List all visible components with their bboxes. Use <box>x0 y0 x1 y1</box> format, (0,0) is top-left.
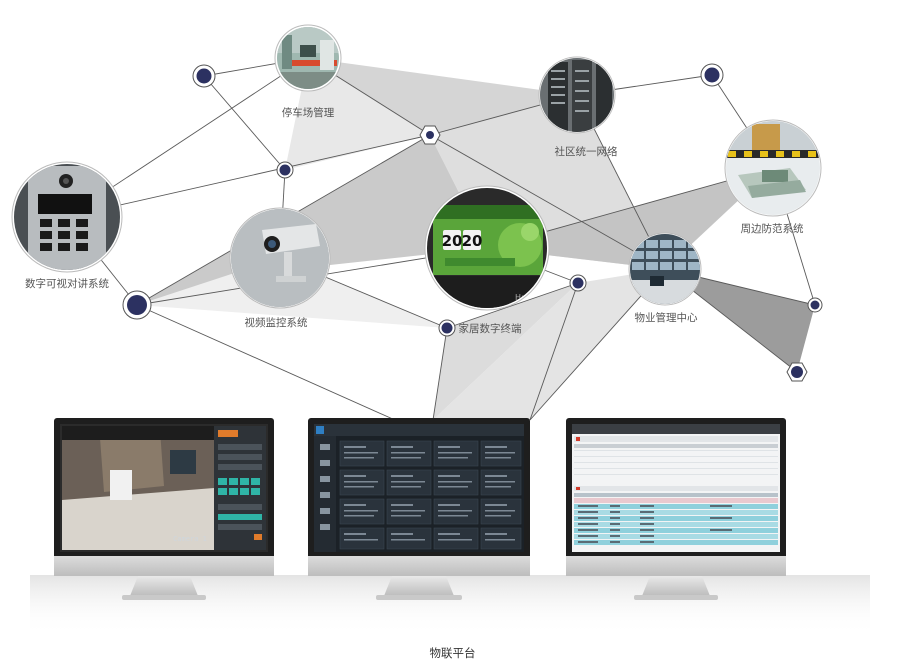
table-toolbar <box>574 436 778 442</box>
dashboard-topbar <box>314 424 524 436</box>
video-surveillance-node <box>229 207 331 309</box>
table-cell-text <box>578 505 732 543</box>
hub-dots <box>122 63 823 382</box>
table-app-titlebar <box>572 424 780 434</box>
alarm-panel-icon <box>726 121 820 215</box>
intercom-panel-icon <box>14 164 120 270</box>
dashboard-tile-lines <box>344 446 515 541</box>
perimeter-label: 周边防范系统 <box>741 222 804 235</box>
terminal-clock-hours: 20 <box>442 232 463 250</box>
parking-node <box>274 24 342 92</box>
polygon-funnel-right <box>433 269 665 420</box>
table-upper-rows <box>574 450 778 475</box>
table-header-upper <box>574 444 778 448</box>
alert-icon <box>576 487 580 490</box>
hub-dot <box>122 290 152 320</box>
intercom-node <box>11 161 123 273</box>
hub-dot <box>700 63 724 87</box>
intercom-label: 数字可视对讲系统 <box>25 277 109 290</box>
table-lower-rows <box>574 498 778 545</box>
terminal-clock-minutes: 20 <box>462 232 483 250</box>
monitor-data-table <box>566 418 786 600</box>
hub-dot <box>807 297 823 313</box>
platform-caption: 物联平台 <box>429 646 476 660</box>
camera-control-panel <box>214 426 266 550</box>
dashboard-sidebar-icons <box>320 444 330 530</box>
monitor-dashboard <box>308 418 530 600</box>
camera-overlay-text: Camera 1 <box>173 535 207 543</box>
camera-feed-view: Camera 1 <box>62 426 214 550</box>
video-surveillance-label: 视频监控系统 <box>245 316 308 329</box>
alert-icon <box>576 437 580 441</box>
community-network-node <box>538 56 616 134</box>
cctv-camera-icon <box>231 209 329 307</box>
hub-dot <box>276 161 294 179</box>
parking-label: 停车场管理 <box>282 106 335 119</box>
hub-dot <box>438 319 456 337</box>
hub-dot <box>569 274 587 292</box>
monitor-camera: Camera 1 <box>54 418 274 600</box>
table-section-bar <box>574 486 778 491</box>
perimeter-node <box>724 119 822 217</box>
community-network-label: 社区统一网络 <box>555 145 618 158</box>
table-header-lower <box>574 493 778 497</box>
hub-hexagon <box>786 362 808 382</box>
dashboard-logo-icon <box>316 426 324 434</box>
hub-hexagon <box>419 125 441 145</box>
server-rack-icon <box>540 58 614 132</box>
home-terminal-photo: 20 20 Haier <box>427 188 547 308</box>
home-terminal-label: 家居数字终端 <box>459 322 522 335</box>
property-center-label: 物业管理中心 <box>635 311 698 324</box>
polygon-bottom-right <box>665 269 815 372</box>
home-terminal-node: 20 20 Haier <box>424 185 550 311</box>
polygon-right <box>487 168 773 269</box>
hub-dot <box>192 64 216 88</box>
